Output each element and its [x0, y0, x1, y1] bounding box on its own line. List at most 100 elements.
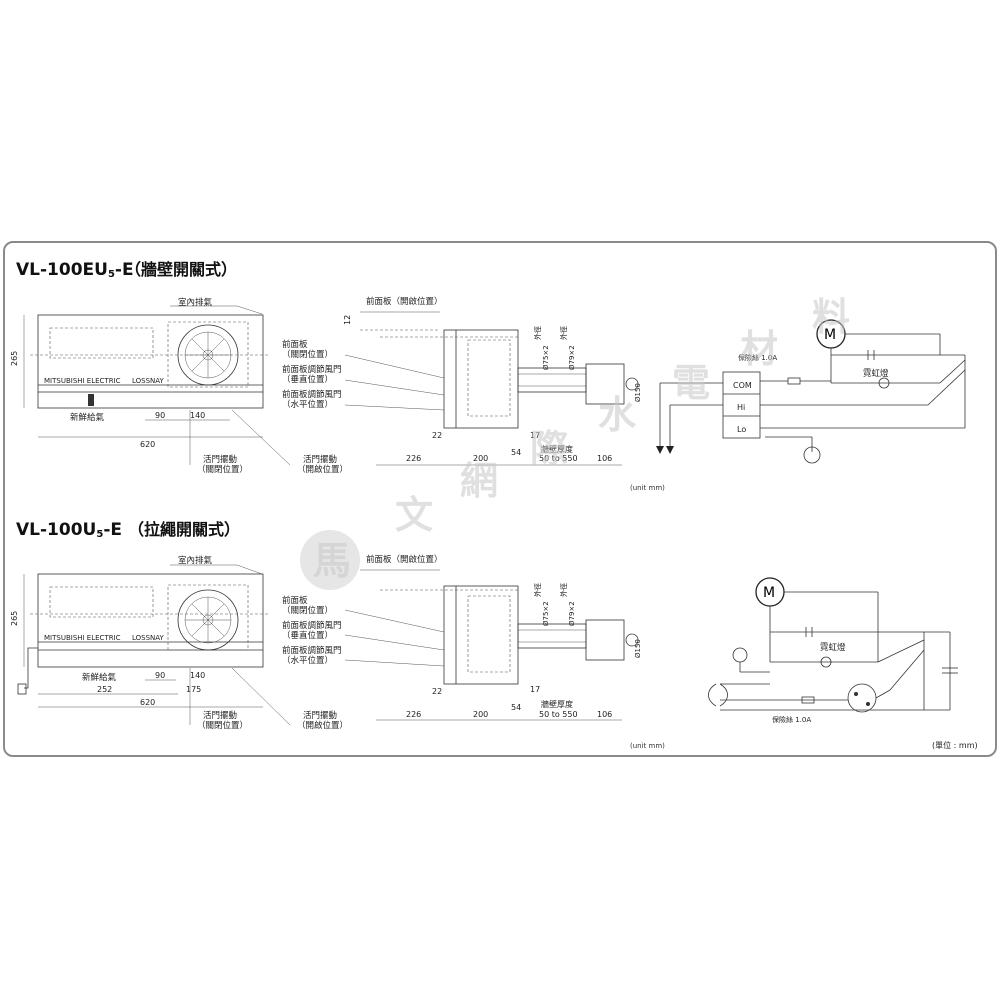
svg-text:外徑: 外徑	[533, 583, 542, 597]
svg-text:252: 252	[97, 685, 112, 694]
svg-text:90: 90	[155, 411, 165, 420]
svg-text:Ø150: Ø150	[634, 383, 642, 402]
svg-text:200: 200	[473, 710, 488, 719]
svg-text:材: 材	[740, 327, 778, 371]
svg-text:Ø150: Ø150	[634, 639, 642, 658]
svg-text:50 to 550: 50 to 550	[539, 710, 578, 719]
svg-text:12: 12	[343, 315, 352, 325]
svg-text:（關閉位置）: （關閉位置）	[282, 605, 333, 616]
svg-text:22: 22	[432, 687, 442, 696]
svg-text:COM: COM	[733, 381, 752, 390]
svg-text:活門擺動: 活門擺動	[203, 710, 237, 721]
model-type-2: （拉繩開關式）	[128, 520, 240, 539]
svg-text:22: 22	[432, 431, 442, 440]
svg-text:前面板調節風門: 前面板調節風門	[282, 620, 342, 631]
svg-text:MITSUBISHI ELECTRIC: MITSUBISHI ELECTRIC	[44, 634, 121, 642]
svg-text:前面板: 前面板	[282, 339, 308, 350]
svg-text:(unit mm): (unit mm)	[630, 484, 665, 492]
svg-text:MITSUBISHI ELECTRIC: MITSUBISHI ELECTRIC	[44, 377, 121, 385]
svg-text:620: 620	[140, 440, 155, 449]
svg-text:140: 140	[190, 411, 205, 420]
svg-text:前面板: 前面板	[282, 595, 308, 606]
svg-text:226: 226	[406, 454, 421, 463]
section-pull-cord: VL-100U5-E （拉繩開關式） MITSUBISHI ELECTRIC L…	[10, 520, 958, 750]
svg-text:175: 175	[186, 685, 201, 694]
svg-text:前面板（開啟位置）: 前面板（開啟位置）	[366, 296, 443, 307]
wiring-diagram-1: M 霓虹燈 保險絲 1.0A COM Hi Lo	[656, 319, 966, 464]
svg-text:活門擺動: 活門擺動	[203, 454, 237, 465]
svg-text:水: 水	[598, 393, 637, 437]
svg-text:50 to 550: 50 to 550	[539, 454, 578, 463]
svg-text:（垂直位置）: （垂直位置）	[282, 374, 333, 385]
svg-text:電: 電	[672, 361, 710, 405]
side-view-2: 前面板（開啟位置） 前面板 （關閉位置） 前面板調節風門 （垂直位置） 前面板調…	[282, 554, 665, 750]
svg-text:前面板調節風門: 前面板調節風門	[282, 645, 342, 656]
svg-text:室內排氣: 室內排氣	[178, 555, 213, 566]
front-view-1: MITSUBISHI ELECTRIC LOSSNAY 室內排氣 新鮮給氣 26…	[10, 297, 348, 475]
svg-text:網: 網	[460, 459, 498, 503]
svg-text:54: 54	[511, 448, 521, 457]
svg-text:200: 200	[473, 454, 488, 463]
svg-text:54: 54	[511, 703, 521, 712]
svg-text:(unit mm): (unit mm)	[630, 742, 665, 750]
svg-text:140: 140	[190, 671, 205, 680]
svg-text:霓虹燈: 霓虹燈	[820, 642, 846, 653]
spec-panel	[3, 241, 997, 757]
svg-text:室內排氣: 室內排氣	[178, 297, 213, 308]
svg-text:Ø75×2: Ø75×2	[542, 601, 550, 626]
svg-text:料: 料	[812, 295, 850, 339]
svg-text:外徑: 外徑	[559, 326, 568, 340]
svg-text:前面板調節風門: 前面板調節風門	[282, 364, 342, 375]
svg-text:文: 文	[395, 493, 433, 537]
svg-text:牆壁厚度: 牆壁厚度	[541, 444, 573, 454]
svg-text:新鮮給氣: 新鮮給氣	[82, 672, 117, 683]
svg-text:保險絲 1.0A: 保險絲 1.0A	[772, 715, 811, 724]
svg-text:新鮮給氣: 新鮮給氣	[70, 412, 105, 423]
svg-text:M: M	[763, 585, 775, 601]
svg-text:（水平位置）: （水平位置）	[282, 655, 333, 666]
svg-text:90: 90	[155, 671, 165, 680]
svg-text:活門擺動: 活門擺動	[303, 454, 337, 465]
svg-text:Lo: Lo	[737, 425, 746, 434]
svg-text:226: 226	[406, 710, 421, 719]
front-view-2: MITSUBISHI ELECTRIC LOSSNAY 室內排氣 新鮮給氣 26…	[10, 555, 348, 731]
svg-text:外徑: 外徑	[533, 326, 542, 340]
footer-unit: (單位 : mm)	[932, 740, 978, 750]
svg-text:Hi: Hi	[737, 403, 745, 412]
svg-text:17: 17	[530, 685, 540, 694]
model-title-2: VL-100U5-E	[16, 520, 122, 540]
svg-text:活門擺動: 活門擺動	[303, 710, 337, 721]
svg-text:Ø79×2: Ø79×2	[568, 601, 576, 626]
svg-text:Ø75×2: Ø75×2	[542, 345, 550, 370]
svg-text:際: 際	[530, 427, 568, 471]
svg-text:M: M	[824, 327, 836, 343]
svg-text:外徑: 外徑	[559, 583, 568, 597]
svg-text:Ø79×2: Ø79×2	[568, 345, 576, 370]
section-wall-switch: VL-100EU5-E （牆壁開關式） MITSUBISHI ELECTRIC …	[10, 260, 966, 492]
model-type-1: （牆壁開關式）	[125, 260, 237, 279]
svg-text:前面板調節風門: 前面板調節風門	[282, 389, 342, 400]
side-view-1: 前面板（開啟位置） 12 前面板 （關閉位置） 前面板調節風門 （垂直位置） 前…	[282, 296, 665, 492]
svg-text:保險絲 1.0A: 保險絲 1.0A	[738, 353, 777, 362]
svg-text:106: 106	[597, 454, 612, 463]
svg-text:前面板（開啟位置）: 前面板（開啟位置）	[366, 554, 443, 565]
svg-text:霓虹燈: 霓虹燈	[863, 368, 889, 379]
svg-text:馬: 馬	[313, 539, 351, 583]
svg-text:LOSSNAY: LOSSNAY	[132, 634, 165, 642]
svg-text:620: 620	[140, 698, 155, 707]
wiring-diagram-2: M 霓虹燈 保險絲 1.0A	[708, 577, 958, 724]
svg-text:牆壁厚度: 牆壁厚度	[541, 699, 573, 709]
svg-text:（水平位置）: （水平位置）	[282, 399, 333, 410]
watermark: 馬 文 網 際 水 電 材 料	[300, 295, 850, 590]
svg-text:（開啟位置）: （開啟位置）	[297, 464, 348, 475]
model-title-1: VL-100EU5-E	[16, 260, 134, 280]
svg-text:265: 265	[10, 351, 19, 366]
svg-text:（關閉位置）: （關閉位置）	[197, 720, 248, 731]
svg-text:LOSSNAY: LOSSNAY	[132, 377, 165, 385]
svg-text:106: 106	[597, 710, 612, 719]
svg-text:（開啟位置）: （開啟位置）	[297, 720, 348, 731]
svg-text:265: 265	[10, 611, 19, 626]
svg-text:（關閉位置）: （關閉位置）	[197, 464, 248, 475]
svg-text:17: 17	[530, 431, 540, 440]
